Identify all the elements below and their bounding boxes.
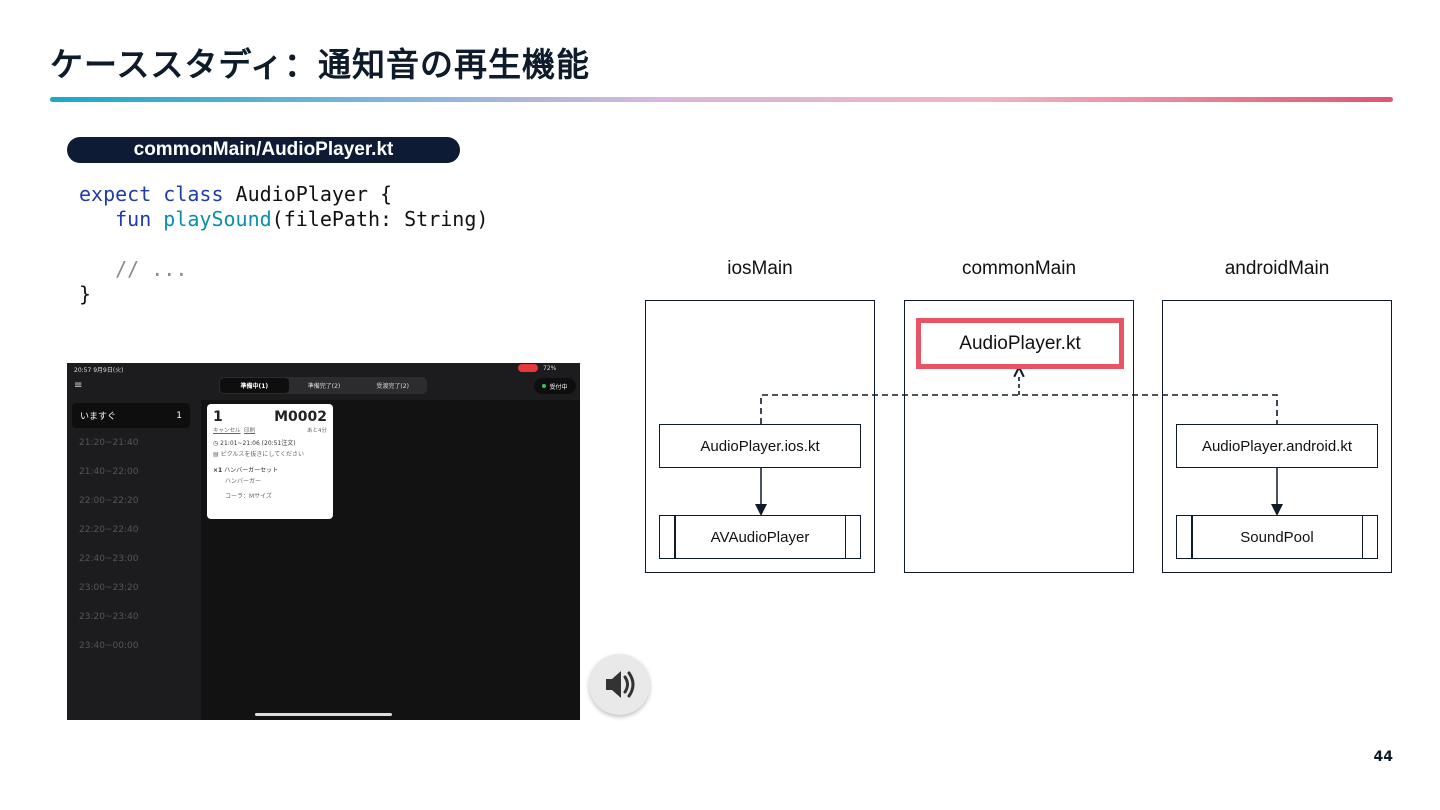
sidebar-item-timeslot[interactable]: 23:00~23:20 (79, 582, 139, 593)
tab-preparing[interactable]: 準備中(1) (220, 378, 289, 393)
home-indicator (255, 713, 392, 716)
order-number: 1 (213, 409, 223, 425)
source-set-android (1162, 300, 1392, 573)
code-line: fun playSound(filePath: String) (79, 207, 488, 232)
node-common-audioplayer: AudioPlayer.kt (916, 318, 1124, 369)
sidebar-item-timeslot[interactable]: 21:20~21:40 (79, 437, 139, 448)
node-android-impl: AudioPlayer.android.kt (1176, 424, 1378, 468)
clock-icon: ◷ (213, 440, 221, 447)
tab-ready[interactable]: 準備完了(2) (307, 383, 341, 390)
speaker-button[interactable] (589, 654, 650, 715)
battery-level: 72% (543, 365, 557, 372)
page-number: 44 (1373, 749, 1393, 765)
sidebar-item-timeslot[interactable]: 22:00~22:20 (79, 495, 139, 506)
code-line: expect class AudioPlayer { (79, 182, 488, 207)
title-divider (50, 97, 1393, 102)
cancel-link[interactable]: キャンセル (213, 428, 241, 434)
status-bar: 20:57 9月9日(火) 72% (67, 363, 580, 375)
note-icon: ▤ (213, 451, 221, 458)
node-android-library: SoundPool (1176, 515, 1378, 559)
file-path-label: commonMain/AudioPlayer.kt (67, 137, 460, 163)
column-label-common: commonMain (961, 258, 1077, 279)
sub-item: コーラ：Mサイズ (225, 493, 272, 500)
item-quantity: ×1 (213, 467, 223, 474)
column-label-ios: iosMain (727, 258, 793, 279)
code-block: expect class AudioPlayer { fun playSound… (79, 182, 488, 307)
code-token: fun (79, 207, 152, 231)
app-screenshot: 20:57 9月9日(火) 72% ≡ 準備中(1) 準備完了(2) 受渡完了(… (67, 363, 580, 720)
menu-icon[interactable]: ≡ (74, 380, 83, 391)
code-token: AudioPlayer { (223, 182, 393, 206)
order-list-area: 1 M0002 キャンセル 印刷 あと4分 ◷ 21:01~21:06 (20:… (201, 400, 580, 720)
code-token: // ... (79, 257, 188, 281)
tab-delivered[interactable]: 受渡完了(2) (376, 383, 409, 390)
code-line: } (79, 282, 488, 307)
speaker-icon (606, 671, 635, 698)
code-token: expect class (79, 182, 224, 206)
source-set-common (904, 300, 1134, 573)
sidebar-item-label: いますぐ (80, 412, 117, 422)
status-dot-icon (542, 384, 547, 388)
print-link[interactable]: 印刷 (244, 428, 256, 434)
order-status-tabs: 準備中(1) 準備完了(2) 受渡完了(2) (219, 377, 427, 394)
sidebar-item-timeslot[interactable]: 23:40~00:00 (79, 640, 139, 651)
item-name: ハンバーガーセット (224, 467, 279, 474)
sidebar-item-timeslot[interactable]: 21:40~22:00 (79, 466, 139, 477)
code-token: playSound (151, 207, 272, 231)
sidebar-item-count: 1 (176, 410, 182, 421)
column-label-android: androidMain (1224, 258, 1330, 279)
node-ios-library: AVAudioPlayer (659, 515, 861, 559)
node-ios-impl: AudioPlayer.ios.kt (659, 424, 861, 468)
recording-indicator (518, 364, 538, 372)
app-top-bar: ≡ 準備中(1) 準備完了(2) 受渡完了(2) 受付中 (67, 375, 580, 399)
order-code: M0002 (274, 409, 327, 425)
order-note: ピクルスを抜きにしてください (220, 451, 305, 458)
sidebar-item-timeslot[interactable]: 22:20~22:40 (79, 524, 139, 535)
time-slot-sidebar: いますぐ 1 21:20~21:40 21:40~22:00 22:00~22:20… (67, 400, 201, 720)
sidebar-item-now[interactable]: いますぐ 1 (72, 403, 190, 428)
accepting-label: 受付中 (549, 383, 568, 391)
sub-item: ハンバーガー (225, 478, 262, 485)
order-card[interactable]: 1 M0002 キャンセル 印刷 あと4分 ◷ 21:01~21:06 (20:… (207, 404, 333, 519)
status-time: 20:57 9月9日(火) (74, 367, 124, 374)
actual-ios-connector (760, 394, 1278, 424)
remaining-time: あと4分 (307, 428, 327, 434)
accepting-status-button[interactable]: 受付中 (534, 378, 576, 394)
sidebar-item-timeslot[interactable]: 22:40~23:00 (79, 553, 139, 564)
code-token: (filePath: String) (271, 207, 489, 231)
source-set-ios (645, 300, 875, 573)
order-time-range: 21:01~21:06 (20:51注文) (220, 440, 296, 447)
slide-title: ケーススタディ：通知音の再生機能 (50, 45, 591, 84)
code-token: } (79, 282, 92, 306)
code-line: // ... (79, 257, 488, 282)
sidebar-item-timeslot[interactable]: 23:20~23:40 (79, 611, 139, 622)
